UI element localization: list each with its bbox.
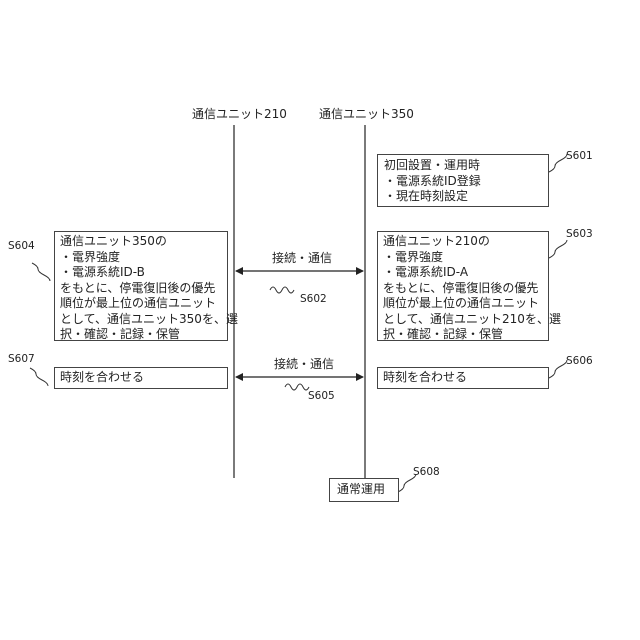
leader-s607 <box>30 368 48 386</box>
step-label-s601: S601 <box>566 150 593 162</box>
step-label-s608: S608 <box>413 466 440 478</box>
box-s604-line: として、通信ユニット350を、選 <box>60 312 227 328</box>
box-s604-line: ・電界強度 <box>60 250 227 266</box>
leader-s606 <box>549 360 567 378</box>
box-s604-line: 順位が最上位の通信ユニット <box>60 296 227 312</box>
step-label-s603: S603 <box>566 228 593 240</box>
box-s604-line: をもとに、停電復旧後の優先 <box>60 281 227 297</box>
box-s603-line: 通信ユニット210の <box>383 234 548 250</box>
box-s603-line: ・電源系統ID-A <box>383 265 548 281</box>
box-s606-text: 時刻を合わせる <box>383 370 548 386</box>
box-s603-line: 順位が最上位の通信ユニット <box>383 296 548 312</box>
box-s601-line: ・現在時刻設定 <box>384 189 548 205</box>
step-label-s605: S605 <box>308 390 335 402</box>
box-s604: 通信ユニット350の ・電界強度 ・電源系統ID-B をもとに、停電復旧後の優先… <box>54 231 228 341</box>
leader-s604 <box>32 263 50 281</box>
box-s608: 通常運用 <box>329 478 399 502</box>
message-label-s602: 接続・通信 <box>272 250 332 266</box>
leader-s603 <box>549 240 567 258</box>
leader-s601 <box>549 154 567 172</box>
box-s603-line: として、通信ユニット210を、選 <box>383 312 548 328</box>
lifeline-label-left: 通信ユニット210 <box>192 106 287 122</box>
lifeline-label-right: 通信ユニット350 <box>319 106 414 122</box>
box-s603-line: 択・確認・記録・保管 <box>383 327 548 343</box>
step-label-s606: S606 <box>566 355 593 367</box>
box-s603-line: をもとに、停電復旧後の優先 <box>383 281 548 297</box>
box-s601: 初回設置・運用時 ・電源系統ID登録 ・現在時刻設定 <box>377 154 549 207</box>
box-s601-line: ・電源系統ID登録 <box>384 174 548 190</box>
leader-s602 <box>270 287 294 293</box>
step-label-s602: S602 <box>300 293 327 305</box>
leader-s605 <box>285 384 309 390</box>
box-s608-text: 通常運用 <box>337 482 398 498</box>
box-s604-line: ・電源系統ID-B <box>60 265 227 281</box>
box-s607: 時刻を合わせる <box>54 367 228 389</box>
box-s604-line: 通信ユニット350の <box>60 234 227 250</box>
box-s601-line: 初回設置・運用時 <box>384 158 548 174</box>
step-label-s607: S607 <box>8 353 35 365</box>
box-s604-line: 択・確認・記録・保管 <box>60 327 227 343</box>
box-s606: 時刻を合わせる <box>377 367 549 389</box>
box-s603: 通信ユニット210の ・電界強度 ・電源系統ID-A をもとに、停電復旧後の優先… <box>377 231 549 341</box>
step-label-s604: S604 <box>8 240 35 252</box>
box-s603-line: ・電界強度 <box>383 250 548 266</box>
message-label-s605: 接続・通信 <box>274 356 334 372</box>
box-s607-text: 時刻を合わせる <box>60 370 227 386</box>
